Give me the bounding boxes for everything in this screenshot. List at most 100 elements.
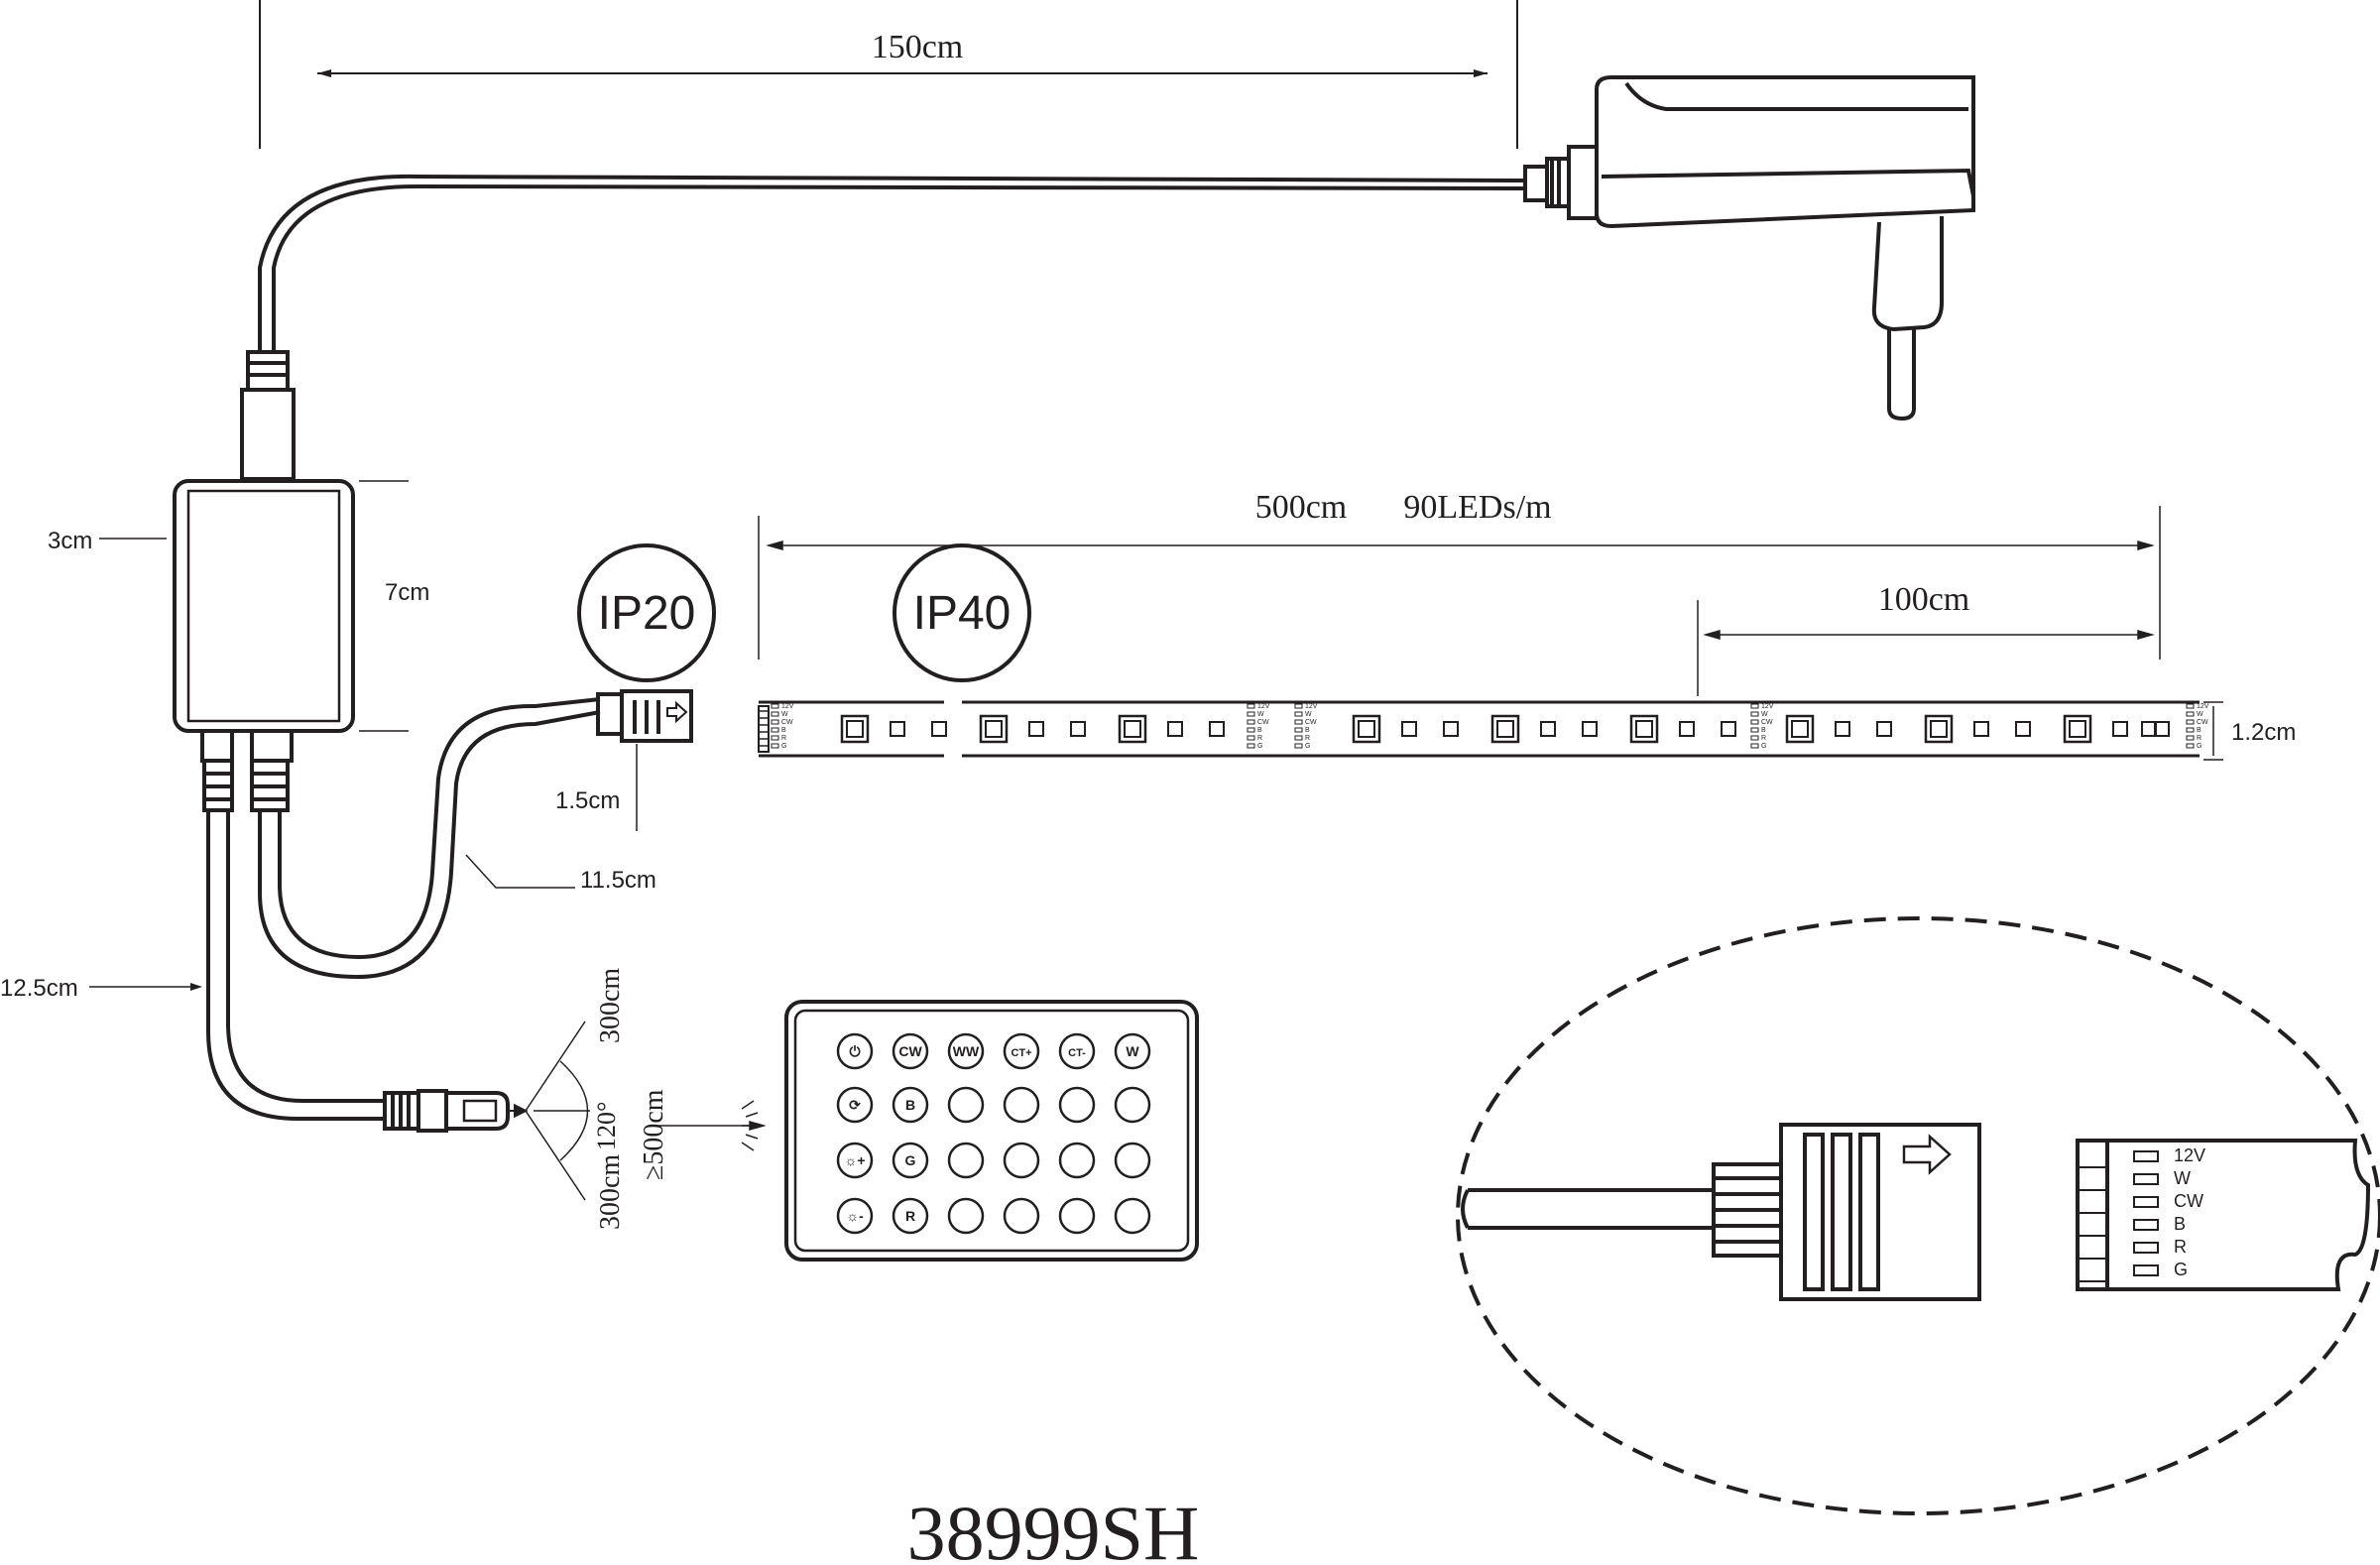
led-chip — [1785, 714, 1815, 744]
remote-button[interactable]: R — [892, 1197, 929, 1235]
remote-button-label: W — [1126, 1043, 1139, 1059]
remote-button[interactable] — [947, 1197, 985, 1235]
led-chip-core — [1635, 720, 1653, 738]
strip-pad-label: CW — [1305, 719, 1317, 726]
remote-button[interactable]: ⏻ — [836, 1032, 874, 1070]
remote-button[interactable]: CW — [892, 1032, 929, 1070]
controller-input-plug — [240, 350, 296, 481]
remote-button[interactable] — [1114, 1142, 1151, 1179]
cable-length-label: 150cm — [872, 29, 964, 65]
strip-pad — [2186, 743, 2195, 749]
strip-pad-label: CW — [1257, 719, 1269, 726]
remote-button[interactable]: ☼- — [836, 1197, 874, 1235]
strip-pad — [1247, 719, 1255, 725]
remote-button[interactable] — [947, 1142, 985, 1179]
strip-resistor — [1540, 721, 1556, 737]
strip-pad-label: W — [1761, 711, 1768, 718]
led-chip — [840, 714, 870, 744]
remote-button[interactable] — [1058, 1086, 1096, 1124]
connector-length-label: 1.5cm — [555, 787, 620, 814]
strip-resistor — [1679, 721, 1695, 737]
adapter-cable — [258, 174, 1526, 352]
led-chip-core — [1496, 720, 1514, 738]
strip-resistor — [2154, 721, 2170, 737]
led-chip-core — [2069, 720, 2086, 738]
strip-pad — [771, 727, 779, 733]
strip-pad-label: B — [2197, 727, 2202, 734]
strip-resistor — [1028, 721, 1044, 737]
remote-button[interactable] — [1003, 1086, 1040, 1124]
strip-resistor — [1443, 721, 1459, 737]
strip-resistor — [1973, 721, 1989, 737]
strip-pad — [1247, 743, 1255, 749]
strip-connector-small — [596, 689, 693, 743]
remote-button-label: CT- — [1068, 1047, 1086, 1059]
remote-button-label: G — [905, 1152, 916, 1168]
detail-pin-pad — [2133, 1196, 2159, 1208]
strip-start-pads — [758, 705, 770, 753]
strip-pad — [1750, 703, 1759, 709]
detail-pin-label: 12V — [2174, 1145, 2205, 1165]
strip-pad — [771, 703, 779, 709]
detail-pin-label: G — [2174, 1260, 2188, 1279]
led-chip — [2063, 714, 2092, 744]
remote-button[interactable] — [1003, 1197, 1040, 1235]
remote-button[interactable] — [1058, 1142, 1096, 1179]
remote-button[interactable] — [947, 1086, 985, 1124]
remote-button[interactable] — [1114, 1197, 1151, 1235]
remote-button[interactable]: CT+ — [1003, 1032, 1040, 1070]
strip-pad-label: 12V — [1305, 703, 1318, 710]
led-chip — [1490, 714, 1520, 744]
remote-button-label: B — [905, 1097, 915, 1113]
remote-button[interactable] — [1058, 1197, 1096, 1235]
remote-button[interactable]: CT- — [1058, 1032, 1096, 1070]
strip-pad-label: R — [1761, 735, 1766, 742]
strip-resistor — [890, 721, 905, 737]
remote-button[interactable]: ⟳ — [836, 1086, 874, 1124]
ir-range-upper-label: 300cm — [595, 968, 626, 1043]
remote-button[interactable]: WW — [947, 1032, 985, 1070]
strip-resistor — [2112, 721, 2128, 737]
controller-height-label: 7cm — [385, 579, 429, 606]
led-chip-core — [846, 720, 864, 738]
ir-cable-label: 12.5cm — [0, 975, 78, 1002]
strip-pad-label: 12V — [781, 703, 794, 710]
strip-pad-label: CW — [1761, 719, 1773, 726]
controller-output-plugs — [200, 729, 294, 812]
remote-button-label: ☼+ — [844, 1152, 865, 1168]
strip-pad — [1294, 719, 1303, 725]
remote-button[interactable] — [1003, 1142, 1040, 1179]
ir-angle-lines — [525, 1021, 767, 1201]
remote-button[interactable]: B — [892, 1086, 929, 1124]
detail-pin-pad — [2133, 1219, 2159, 1231]
strip-pad — [2186, 719, 2195, 725]
remote-button[interactable]: W — [1114, 1032, 1151, 1070]
strip-pad — [1294, 703, 1303, 709]
remote-button[interactable]: G — [892, 1142, 929, 1179]
strip-resistor — [1209, 721, 1225, 737]
remote-button[interactable] — [1114, 1086, 1151, 1124]
remote-button[interactable]: ☼+ — [836, 1142, 874, 1179]
strip-pad-label: 12V — [1257, 703, 1270, 710]
led-chip-core — [985, 720, 1003, 738]
strip-resistor — [2141, 721, 2157, 737]
detail-strip-end — [2076, 1139, 2371, 1291]
ir-receiver-cable — [206, 810, 387, 1121]
led-strip: 12VWCWBRG12VWCWBRG12VWCWBRG12VWCWBRG12VW… — [758, 700, 2209, 758]
strip-pad — [1247, 703, 1255, 709]
remote-button-grid: ⏻ CW WW CT+ CT- W ⟳ B ☼+ G ☼- R — [836, 1032, 1151, 1235]
ir-receiver-icon — [383, 1089, 529, 1133]
controller-box — [173, 479, 355, 733]
strip-pad-label: G — [1305, 743, 1310, 750]
strip-pad-label: CW — [2197, 719, 2208, 726]
detail-pin-label: W — [2174, 1168, 2191, 1188]
strip-pad — [1294, 743, 1303, 749]
ip20-badge: IP20 — [577, 543, 716, 682]
remote-button-label: ⏻ — [849, 1043, 860, 1059]
strip-pad — [771, 735, 779, 741]
remote-button-label: ⟳ — [849, 1097, 861, 1113]
strip-pad-label: W — [781, 711, 788, 718]
strip-pad — [2186, 703, 2195, 709]
led-density-label: 90LEDs/m — [1403, 489, 1551, 526]
